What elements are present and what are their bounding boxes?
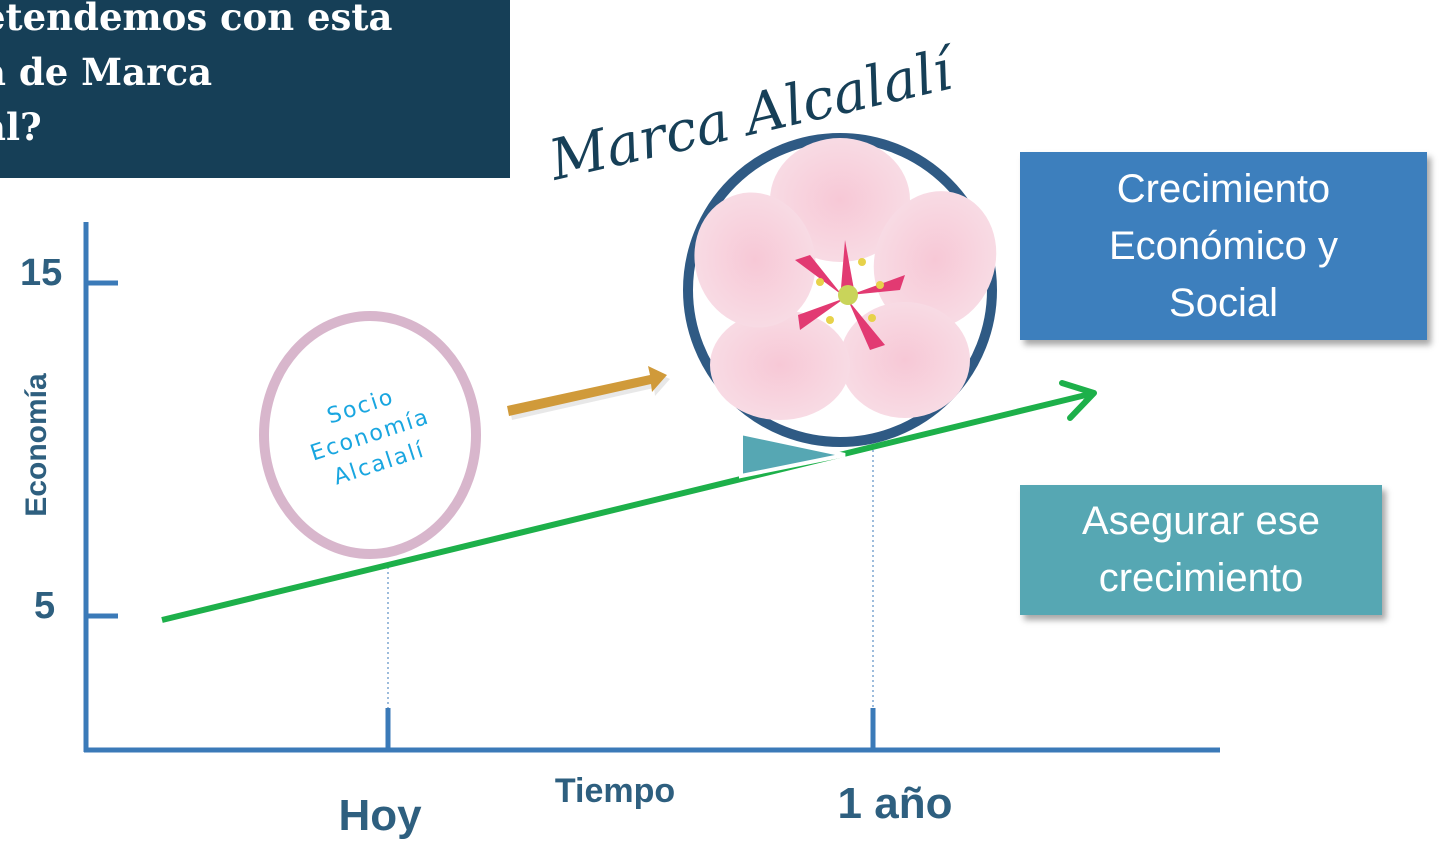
almond-blossom-icon [683,133,997,447]
x-tick-label-1-ano: 1 año [838,779,953,828]
growth-box-text: Crecimiento Económico y Social [1109,166,1338,325]
y-axis-label: Economía [20,373,53,517]
socio-economia-circle [259,311,481,559]
y-tick-label-15: 15 [20,252,62,294]
secure-box: Asegurar ese crecimiento [1020,485,1382,615]
secure-box-text: Asegurar ese crecimiento [1082,499,1320,600]
trend-arrowhead [1059,380,1097,421]
teal-wedge [739,430,846,479]
x-tick-label-hoy: Hoy [338,791,422,840]
y-tick-label-5: 5 [34,585,55,627]
title-box: etendemos con esta a de Marca al? [0,0,510,178]
x-axis-label: Tiempo [555,772,675,810]
socio-circle-text: Socio Economía Alcalalí [307,384,433,490]
growth-trend-line [161,394,1090,623]
growth-box: Crecimiento Económico y Social [1020,152,1427,340]
progress-arrow [507,366,670,420]
slide-title: etendemos con esta a de Marca al? [0,0,393,149]
